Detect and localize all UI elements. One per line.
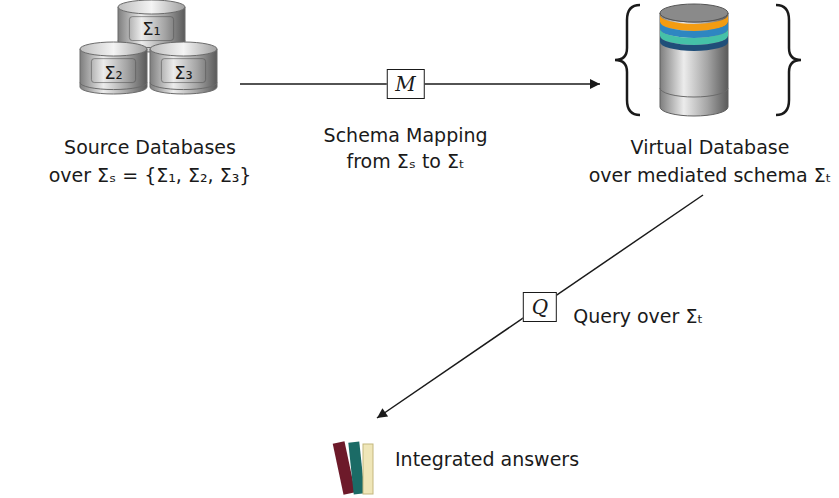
virtual-database-icon	[615, 4, 801, 116]
caption: Source Databases	[64, 136, 236, 159]
edge-caption: Query over Σₜ	[573, 305, 703, 328]
caption: Integrated answers	[395, 448, 579, 471]
book	[363, 444, 373, 494]
right-brace	[776, 5, 801, 115]
edge-label-box: Q	[523, 292, 557, 322]
left-brace	[615, 5, 640, 115]
edge-label-box: M	[386, 69, 424, 99]
caption: over Σₛ = {Σ₁, Σ₂, Σ₃}	[49, 164, 252, 187]
database-cylinder: Σ₂	[80, 42, 147, 94]
caption: Virtual Database	[631, 136, 790, 159]
cylinder-ring	[660, 88, 728, 97]
icon-group: Integrated answers	[332, 418, 602, 496]
disk-band	[660, 36, 728, 51]
icon-group: Source Databasesover Σₛ = {Σ₁, Σ₂, Σ₃}Σ₁…	[40, 0, 240, 195]
cylinder-top	[150, 42, 217, 56]
database-cylinder: Σ₃	[150, 42, 217, 94]
cylinder-plate	[129, 17, 173, 41]
connector-arrow	[377, 195, 703, 418]
schema-name: Σ₃	[174, 62, 193, 84]
schema-name: Σ₁	[142, 18, 161, 40]
icon-group: Virtual Databaseover mediated schema Σₜ	[600, 0, 830, 195]
schema-name: Σ₂	[104, 62, 123, 84]
cylinder-top	[660, 4, 728, 22]
cylinder-top	[80, 42, 147, 56]
cylinder-ring	[150, 83, 217, 90]
cylinder-ring	[80, 83, 147, 90]
cylinder-top	[118, 0, 185, 14]
books-icon	[333, 441, 373, 494]
edge-caption: Schema Mapping	[324, 124, 488, 147]
book	[348, 442, 364, 495]
cylinder-body	[660, 13, 728, 116]
caption: over mediated schema Σₜ	[589, 164, 832, 187]
database-cylinder	[660, 4, 728, 116]
edge-caption: from Σₛ to Σₜ	[347, 150, 465, 173]
